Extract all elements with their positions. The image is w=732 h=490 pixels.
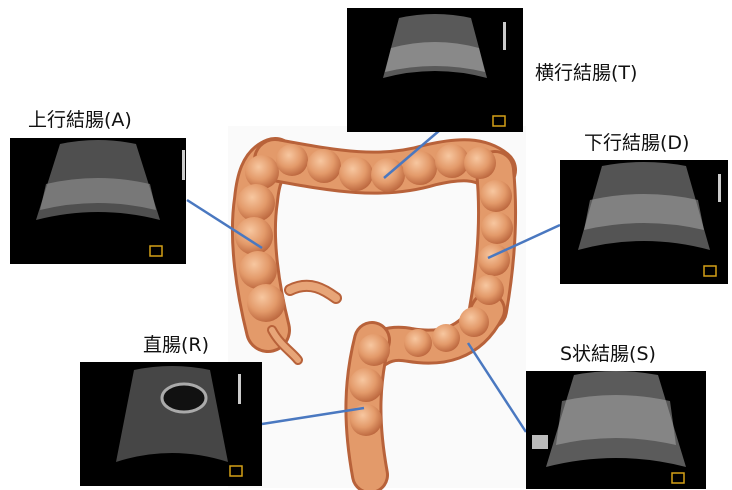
- label-transverse: 横行結腸(T): [535, 64, 637, 83]
- ultrasound-ascending: [10, 138, 186, 264]
- label-ascending: 上行結腸(A): [28, 111, 132, 130]
- label-rectum: 直腸(R): [143, 336, 209, 355]
- label-sigmoid: S状結腸(S): [560, 345, 656, 364]
- connector-sigmoid: [468, 343, 526, 432]
- ultrasound-rectum: [80, 362, 262, 486]
- label-descending: 下行結腸(D): [584, 134, 689, 153]
- ultrasound-sigmoid: [526, 371, 706, 489]
- ultrasound-transverse: [347, 8, 523, 132]
- ultrasound-descending: [560, 160, 728, 284]
